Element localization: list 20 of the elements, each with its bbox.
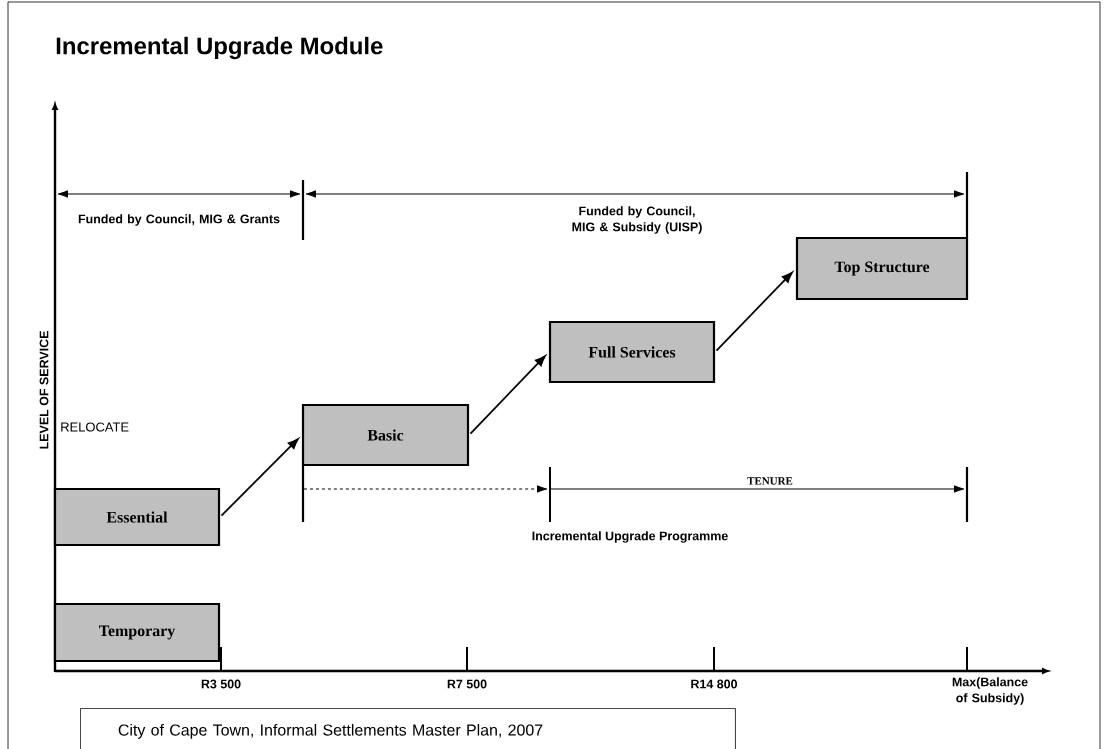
stage-box: Top Structure [795, 236, 969, 301]
arrow [715, 271, 793, 352]
arrow [220, 438, 299, 517]
tick-label: Max(Balance of Subsidy) [952, 677, 1028, 705]
side-label: RELOCATE [61, 422, 129, 432]
source-box: City of Cape Town, Informal Settlements Master Plan, 2007 [80, 708, 736, 749]
stage-box: Essential [53, 487, 221, 547]
tick-label: R14 800 [691, 679, 737, 689]
dimension-label: Incremental Upgrade Programme [532, 531, 728, 543]
tick-label: R7 500 [447, 679, 487, 689]
stage-box: Full Services [548, 320, 716, 384]
stage-box: Temporary [53, 602, 221, 663]
stage-box: Basic [301, 403, 470, 467]
dimension-label: Funded by Council, MIG & Subsidy (UISP) [572, 206, 702, 234]
title: Incremental Upgrade Module [56, 36, 383, 60]
dimension-label: Funded by Council, MIG & Grants [78, 214, 280, 226]
arrow [469, 355, 546, 435]
dimension-label: TENURE [747, 477, 793, 485]
axis-title: LEVEL OF SERVICE [39, 331, 49, 449]
tick-label: R3 500 [201, 679, 241, 689]
